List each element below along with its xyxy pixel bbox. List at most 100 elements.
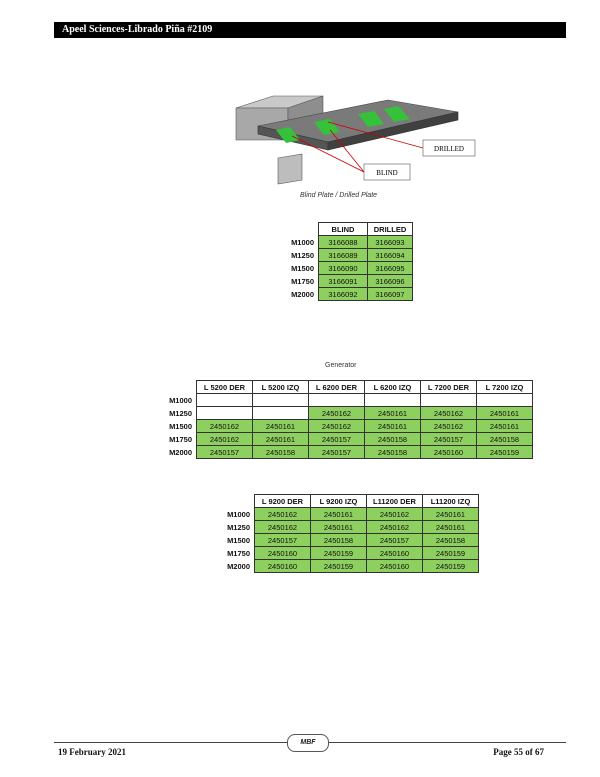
table-cell: 2450161 (476, 419, 533, 433)
table-cell: 2450162 (308, 419, 365, 433)
column-header: L 5200 DER (196, 380, 253, 394)
footer-page-number: Page 55 of 67 (493, 747, 544, 757)
table-cell (252, 406, 309, 420)
table-cell: 2450162 (254, 520, 311, 534)
generator-title: Generator (325, 362, 357, 369)
column-header: L 7200 IZQ (476, 380, 533, 394)
row-label: M1250 (291, 250, 314, 260)
table-header-row: L 5200 DER L 5200 IZQ L 6200 DER L 6200 … (154, 380, 533, 394)
table-cell: 2450159 (422, 546, 479, 560)
table-cell: 2450159 (310, 546, 367, 560)
corner-cell (154, 381, 197, 394)
table-cell: 2450159 (310, 559, 367, 573)
large-table: L 9200 DER L 9200 IZQ L11200 DER L11200 … (212, 494, 479, 573)
table-cell: 2450160 (254, 546, 311, 560)
column-header: L 5200 IZQ (252, 380, 309, 394)
callout-box-drilled (422, 139, 476, 157)
table-cell: 3166092 (318, 287, 368, 301)
table-cell: 3166093 (367, 235, 413, 249)
row-label: M1250 (227, 522, 250, 532)
column-header: BLIND (318, 222, 368, 236)
table-cell: 2450160 (366, 559, 423, 573)
table-cell: 2450157 (366, 533, 423, 547)
row-label: M1000 (169, 395, 192, 405)
figure-caption: Blind Plate / Drilled Plate (300, 192, 378, 199)
table-cell: 2450158 (364, 445, 421, 459)
callout-blind: BLIND (376, 169, 397, 177)
row-label: M2000 (169, 447, 192, 457)
row-label: M1500 (169, 421, 192, 431)
table-cell: 3166097 (367, 287, 413, 301)
table-cell: 2450161 (476, 406, 533, 420)
generator-table: L 5200 DER L 5200 IZQ L 6200 DER L 6200 … (154, 380, 533, 459)
table-cell: 3166091 (318, 274, 368, 288)
table-cell: 2450162 (196, 432, 253, 446)
table-cell: 2450160 (254, 559, 311, 573)
table-header-row: L 9200 DER L 9200 IZQ L11200 DER L11200 … (212, 494, 479, 508)
rail-side (327, 111, 459, 151)
table-cell: 2450160 (366, 546, 423, 560)
row-label: M1750 (169, 434, 192, 444)
table-cell: 2450157 (420, 432, 477, 446)
table-cell: 2450158 (252, 445, 309, 459)
table-cell: 2450158 (476, 432, 533, 446)
table-cell: 2450157 (254, 533, 311, 547)
table-cell: 2450161 (364, 406, 421, 420)
row-label: M1250 (169, 408, 192, 418)
table-cell: 2450159 (422, 559, 479, 573)
callout-drilled: DRILLED (434, 145, 464, 153)
callout-line (327, 121, 424, 149)
column-header: L11200 DER (366, 494, 423, 508)
table-cell: 3166094 (367, 248, 413, 262)
corner-cell (276, 223, 319, 236)
table-cell (196, 406, 253, 420)
row-label: M1500 (291, 263, 314, 273)
table-cell: 2450161 (310, 507, 367, 521)
table-cell (252, 393, 309, 407)
table-cell: 2450162 (196, 419, 253, 433)
table-cell: 2450159 (476, 445, 533, 459)
plate-stripe (314, 119, 340, 135)
plate-stripe (276, 127, 300, 143)
table-cell: 2450158 (364, 432, 421, 446)
page-header: Apeel Sciences-Librado Piña #2109 (54, 22, 566, 38)
table-cell: 2450160 (420, 445, 477, 459)
plate-stripe (384, 106, 410, 122)
table-cell: 3166090 (318, 261, 368, 275)
table-row: M1000 (154, 393, 533, 407)
table-cell: 2450161 (252, 419, 309, 433)
table-cell: 2450157 (308, 432, 365, 446)
table-cell: 2450157 (196, 445, 253, 459)
table-cell: 2450161 (310, 520, 367, 534)
table-cell: 2450162 (254, 507, 311, 521)
row-label: M1000 (227, 509, 250, 519)
table-cell: 2450162 (420, 406, 477, 420)
table-cell: 3166096 (367, 274, 413, 288)
table-cell: 2450157 (308, 445, 365, 459)
table-cell (364, 393, 421, 407)
table-cell (476, 393, 533, 407)
column-header: L 9200 DER (254, 494, 311, 508)
table-cell (420, 393, 477, 407)
row-label: M1750 (291, 276, 314, 286)
table-cell (196, 393, 253, 407)
table-cell: 2450162 (366, 507, 423, 521)
table-cell: 2450161 (422, 507, 479, 521)
callout-line (329, 129, 365, 173)
table-cell (308, 393, 365, 407)
plate-stripe (358, 111, 384, 127)
column-header: L 9200 IZQ (310, 494, 367, 508)
table-cell: 2450162 (420, 419, 477, 433)
